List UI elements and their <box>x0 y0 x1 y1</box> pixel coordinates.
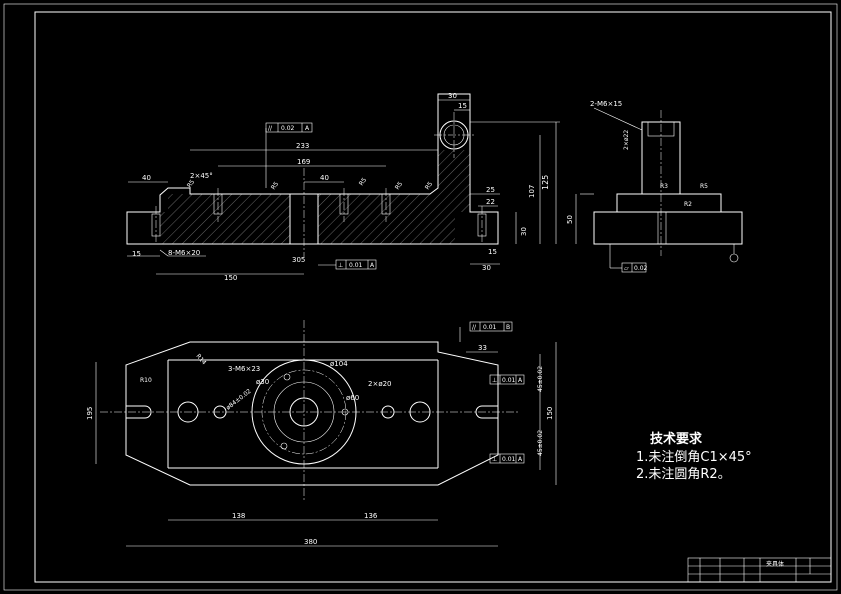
dim-r10: R10 <box>140 377 152 384</box>
dim-40-left: 40 <box>142 174 151 182</box>
dim-25: 25 <box>486 186 495 194</box>
tol-value: 0.02 <box>634 265 648 272</box>
tech-req-item-1: 1.未注倒角C1×45° <box>636 450 752 465</box>
plan-hole-right <box>409 401 431 423</box>
dim-33: 33 <box>478 344 487 352</box>
plan-frame-a1: ⊥ 0.01 A <box>489 374 525 385</box>
dim-d30: ø30 <box>256 378 269 386</box>
tol-value: 0.01 <box>483 324 497 331</box>
dim-15-left: 15 <box>132 250 141 258</box>
r-label: R5 <box>270 180 280 191</box>
r-label: R5 <box>394 180 404 191</box>
thread-3-m6x23: 3-M6×23 <box>228 365 260 373</box>
dim-30-right: 30 <box>520 227 528 236</box>
dim-22: 22 <box>486 198 495 206</box>
side-r-label: R5 <box>700 183 708 190</box>
plan-parallel-frame: // 0.01 B <box>459 321 513 342</box>
dim-195: 195 <box>86 407 94 420</box>
plan-frame-a2: ⊥ 0.01 A <box>489 453 525 464</box>
chamfer-label: 2×45° <box>190 172 213 180</box>
tol-symbol: ⊥ <box>492 456 497 463</box>
side-thread-label: 2-M6×15 <box>590 100 622 108</box>
front-flatness-frame: ⊥ 0.01 A <box>318 259 377 270</box>
tol-symbol: // <box>472 324 477 331</box>
dim-30-bottom: 30 <box>482 264 491 272</box>
front-parallel-frame: // 0.02 A <box>265 122 313 188</box>
dim-15-bottom-right: 15 <box>488 248 497 256</box>
side-r-label: R3 <box>660 183 668 190</box>
side-dim-50: 50 <box>566 215 574 224</box>
dim-305: 305 <box>292 256 305 264</box>
inner-border <box>34 11 832 583</box>
dim-233: 233 <box>296 142 309 150</box>
tol-value: 0.01 <box>349 262 363 269</box>
plan-body-outline <box>125 341 499 486</box>
tol-datum: A <box>518 377 523 384</box>
dim-150: 150 <box>224 274 237 282</box>
tol-datum: A <box>370 262 375 269</box>
r-label: R5 <box>358 176 368 187</box>
tol-datum: A <box>305 125 310 132</box>
front-view: 30 15 233 169 40 40 125 107 25 22 30 15 … <box>126 92 560 282</box>
dim-d60: ø60 <box>346 394 359 402</box>
dim-45-top: 45±0.02 <box>537 366 544 392</box>
tol-symbol: ⊥ <box>492 377 497 384</box>
tol-value: 0.01 <box>502 377 516 384</box>
tol-datum: B <box>506 324 510 331</box>
tol-symbol: ⏥ <box>624 265 629 272</box>
r-label: R5 <box>186 178 196 189</box>
dim-138: 138 <box>232 512 245 520</box>
tol-symbol: // <box>268 125 273 132</box>
tech-req-title: 技术要求 <box>650 432 703 447</box>
r-label: R5 <box>424 180 434 191</box>
plan-view: 138 136 380 195 150 33 ø104 ø60 2×ø20 ø3… <box>86 320 557 547</box>
dim-107: 107 <box>528 185 536 198</box>
tech-req-item-2: 2.未注圆角R2。 <box>636 467 731 482</box>
thread-8-m6x20: 8-M6×20 <box>168 249 200 257</box>
dim-125: 125 <box>541 175 550 190</box>
dim-380: 380 <box>304 538 317 546</box>
tol-datum: A <box>518 456 523 463</box>
side-r-label: R2 <box>684 201 692 208</box>
front-dimensions: 30 15 233 169 40 40 125 107 25 22 30 15 … <box>127 92 560 282</box>
dim-45-bottom: 45±0.02 <box>537 430 544 456</box>
dim-15-top: 15 <box>458 102 467 110</box>
dim-d104: ø104 <box>330 360 348 368</box>
outer-border <box>3 3 838 591</box>
plan-hole-left <box>177 401 199 423</box>
plan-boss-outer <box>251 359 357 465</box>
side-view: 50 2-M6×15 2×ø22 R3 R5 R2 ⏥ 0.02 <box>566 100 743 273</box>
tol-value: 0.02 <box>281 125 295 132</box>
dim-40-mid: 40 <box>320 174 329 182</box>
dim-2xd20: 2×ø20 <box>368 380 392 388</box>
title-part-name: 夹具体 <box>766 560 784 568</box>
dim-169: 169 <box>297 158 310 166</box>
tol-value: 0.01 <box>502 456 516 463</box>
dim-30-top: 30 <box>448 92 457 100</box>
title-block: 夹具体 <box>687 557 832 583</box>
tol-symbol: ⊥ <box>338 262 343 269</box>
front-tapped-holes <box>151 188 487 244</box>
side-hole-label: 2×ø22 <box>623 130 630 150</box>
dim-150: 150 <box>546 407 554 420</box>
dim-136: 136 <box>364 512 378 520</box>
technical-requirements: 技术要求 1.未注倒角C1×45° 2.未注圆角R2。 <box>636 428 752 483</box>
